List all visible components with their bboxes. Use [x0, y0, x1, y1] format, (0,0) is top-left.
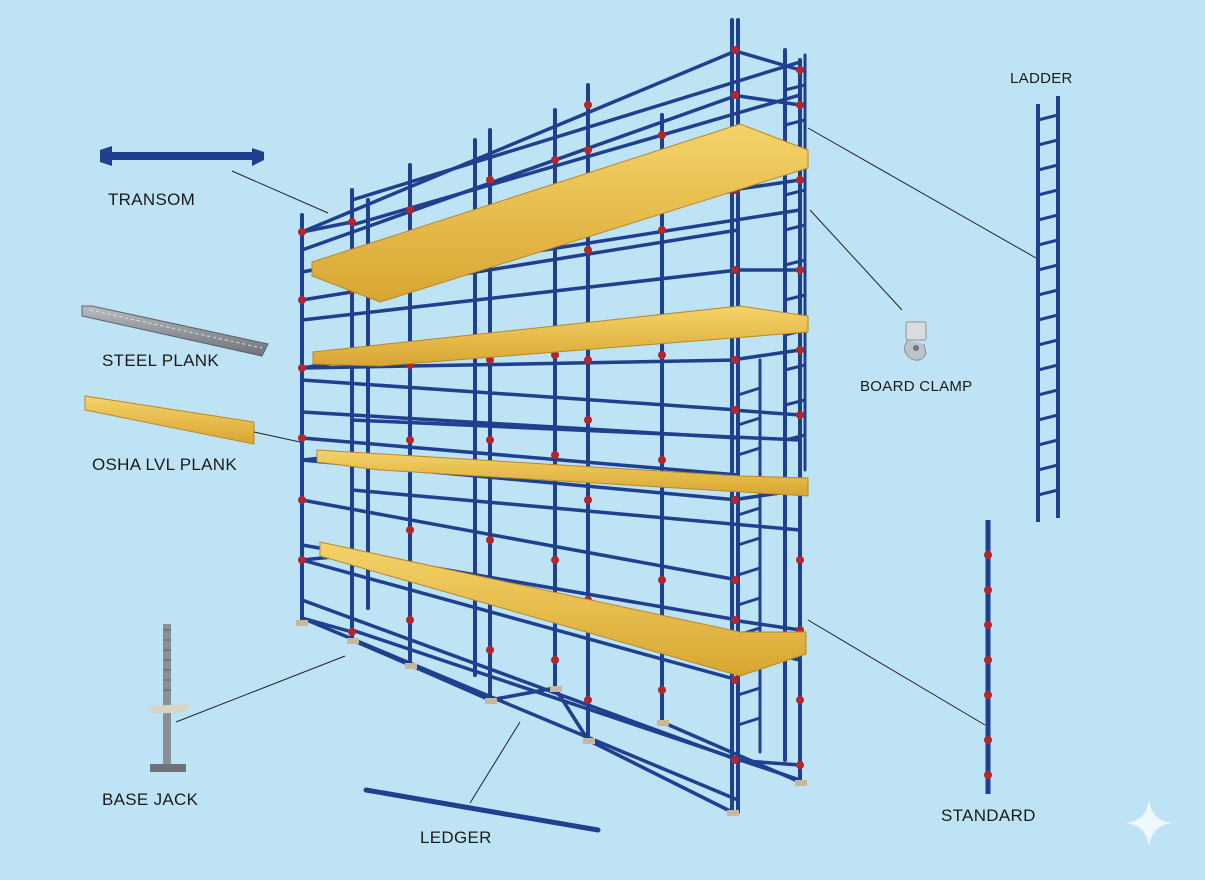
transom-component	[100, 146, 264, 166]
base-jack-component	[148, 624, 190, 772]
scaffold-rosettes	[298, 46, 804, 769]
label-osha-lvl-plank: OSHA LVL PLANK	[92, 455, 237, 474]
label-steel-plank: STEEL PLANK	[102, 351, 219, 370]
standard-component	[984, 520, 992, 794]
osha-lvl-plank-component	[84, 395, 255, 445]
scaffold-base-plates	[296, 620, 807, 816]
scaffold-planks	[311, 123, 809, 677]
ledger-component	[363, 787, 601, 833]
sparkle-icon	[1126, 800, 1172, 846]
board-clamp-component	[904, 321, 927, 361]
leader-lines	[175, 127, 1037, 804]
label-transom: TRANSOM	[108, 190, 196, 209]
label-board-clamp: BOARD CLAMP	[860, 378, 973, 395]
scaffold-ledgers	[300, 48, 802, 802]
steel-plank-component	[81, 305, 269, 357]
ladder-component	[1036, 96, 1060, 522]
label-ledger: LEDGER	[420, 828, 492, 847]
label-base-jack: BASE JACK	[102, 790, 199, 809]
label-ladder: LADDER	[1010, 70, 1073, 87]
label-standard: STANDARD	[941, 806, 1036, 825]
